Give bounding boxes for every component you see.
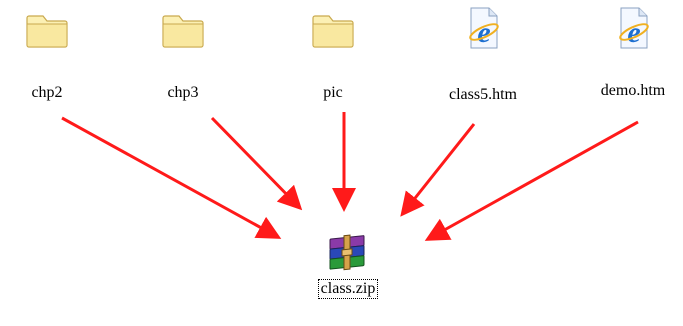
file-label: chp3 [167,84,199,101]
folder-chp3[interactable]: chp3 [128,6,238,102]
folder-icon [312,15,354,48]
arrow-class5 [400,123,476,217]
file-label: chp2 [31,84,63,101]
arrow-demo [424,120,639,241]
winrar-archive-icon [329,234,365,271]
file-label: demo.htm [600,82,666,99]
folder-icon [26,15,68,48]
file-label: pic [323,84,343,101]
file-class5-htm[interactable]: e class5.htm [428,4,538,104]
file-label: class5.htm [449,86,517,103]
folder-pic[interactable]: pic [278,6,388,102]
file-class-zip[interactable]: class.zip [293,228,403,299]
svg-text:e: e [627,16,640,49]
file-demo-htm[interactable]: e demo.htm [578,4,683,100]
folder-chp2[interactable]: chp2 [0,6,102,102]
ie-document-icon: e [469,7,499,49]
ie-document-icon: e [619,7,649,49]
arrow-chp3 [210,116,303,211]
file-label: class.zip [317,279,379,299]
svg-text:e: e [477,16,490,49]
arrow-chp2 [61,116,282,239]
folder-icon [162,15,204,48]
